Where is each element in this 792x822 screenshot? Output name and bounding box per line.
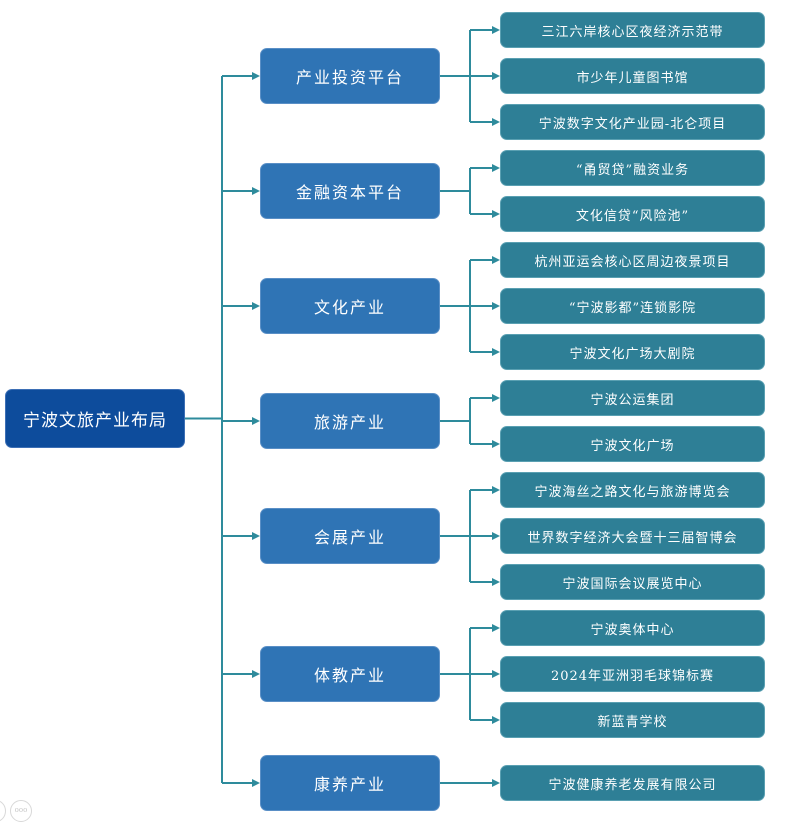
leaf-node: 宁波健康养老发展有限公司 <box>500 765 765 801</box>
arrow-head <box>492 210 500 218</box>
category-node: 金融资本平台 <box>260 163 440 219</box>
leaf-label: 世界数字经济大会暨十三届智博会 <box>527 530 738 546</box>
leaf-node: “宁波影都”连锁影院 <box>500 288 765 324</box>
category-label: 文化产业 <box>313 298 386 317</box>
leaf-node: 文化信贷“风险池” <box>500 196 765 232</box>
leaf-label: 文化信贷“风险池” <box>575 208 690 224</box>
arrow-head <box>492 624 500 632</box>
category-label: 康养产业 <box>313 775 386 794</box>
leaf-label: 宁波文化广场大剧院 <box>569 346 696 362</box>
leaf-node: 宁波文化广场大剧院 <box>500 334 765 370</box>
arrow-head <box>252 532 260 540</box>
arrow-head <box>492 716 500 724</box>
leaf-label: 宁波国际会议展览中心 <box>562 576 703 592</box>
partial-circle-icon[interactable] <box>0 800 6 822</box>
arrow-head <box>492 256 500 264</box>
arrow-head <box>252 302 260 310</box>
category-label: 会展产业 <box>313 528 386 547</box>
arrow-head <box>252 779 260 787</box>
arrow-head <box>492 302 500 310</box>
arrow-head <box>492 578 500 586</box>
more-options-icon[interactable]: ooo <box>10 800 32 822</box>
arrow-head <box>492 779 500 787</box>
category-label: 产业投资平台 <box>295 68 404 87</box>
leaf-node: 世界数字经济大会暨十三届智博会 <box>500 518 765 554</box>
leaf-label: 新蓝青学校 <box>597 714 668 730</box>
category-node: 旅游产业 <box>260 393 440 449</box>
arrow-head <box>252 187 260 195</box>
category-node: 康养产业 <box>260 755 440 811</box>
leaf-node: 杭州亚运会核心区周边夜景项目 <box>500 242 765 278</box>
leaf-node: 三江六岸核心区夜经济示范带 <box>500 12 765 48</box>
root-label: 宁波文旅产业布局 <box>23 411 167 431</box>
arrow-head <box>252 670 260 678</box>
leaf-node: “甬贸贷”融资业务 <box>500 150 765 186</box>
leaf-label: 宁波文化广场 <box>590 438 675 454</box>
leaf-label: 宁波奥体中心 <box>590 622 675 638</box>
leaf-node: 宁波公运集团 <box>500 380 765 416</box>
more-options-glyph: ooo <box>14 806 28 814</box>
leaf-label: 宁波海丝之路文化与旅游博览会 <box>534 484 731 500</box>
category-label: 体教产业 <box>313 666 386 685</box>
category-node: 会展产业 <box>260 508 440 564</box>
arrow-head <box>492 532 500 540</box>
arrow-head <box>492 118 500 126</box>
leaf-node: 市少年儿童图书馆 <box>500 58 765 94</box>
leaf-node: 宁波国际会议展览中心 <box>500 564 765 600</box>
arrow-head <box>492 164 500 172</box>
arrow-head <box>252 417 260 425</box>
arrow-head <box>492 670 500 678</box>
leaf-node: 宁波海丝之路文化与旅游博览会 <box>500 472 765 508</box>
arrow-head <box>492 440 500 448</box>
leaf-node: 宁波奥体中心 <box>500 610 765 646</box>
category-node: 体教产业 <box>260 646 440 702</box>
arrow-head <box>492 486 500 494</box>
leaf-label: “甬贸贷”融资业务 <box>575 162 690 178</box>
leaf-label: 三江六岸核心区夜经济示范带 <box>541 24 724 40</box>
category-node: 产业投资平台 <box>260 48 440 104</box>
arrow-head <box>252 72 260 80</box>
leaf-node: 宁波文化广场 <box>500 426 765 462</box>
category-label: 金融资本平台 <box>295 183 404 202</box>
category-node: 文化产业 <box>260 278 440 334</box>
leaf-label: 宁波健康养老发展有限公司 <box>548 777 717 793</box>
arrow-head <box>492 26 500 34</box>
leaf-label: 宁波公运集团 <box>590 392 675 408</box>
leaf-label: “宁波影都”连锁影院 <box>568 300 697 316</box>
leaf-label: 杭州亚运会核心区周边夜景项目 <box>534 254 731 270</box>
category-label: 旅游产业 <box>313 413 386 432</box>
leaf-label: 宁波数字文化产业园-北仑项目 <box>538 116 727 132</box>
leaf-label: 市少年儿童图书馆 <box>576 70 689 86</box>
footer-icons: ooo <box>0 798 40 822</box>
leaf-node: 2024年亚洲羽毛球锦标赛 <box>500 656 765 692</box>
leaf-label: 2024年亚洲羽毛球锦标赛 <box>550 668 715 684</box>
arrow-head <box>492 72 500 80</box>
arrow-head <box>492 348 500 356</box>
leaf-node: 新蓝青学校 <box>500 702 765 738</box>
arrow-head <box>492 394 500 402</box>
leaf-node: 宁波数字文化产业园-北仑项目 <box>500 104 765 140</box>
root-node: 宁波文旅产业布局 <box>5 389 185 448</box>
